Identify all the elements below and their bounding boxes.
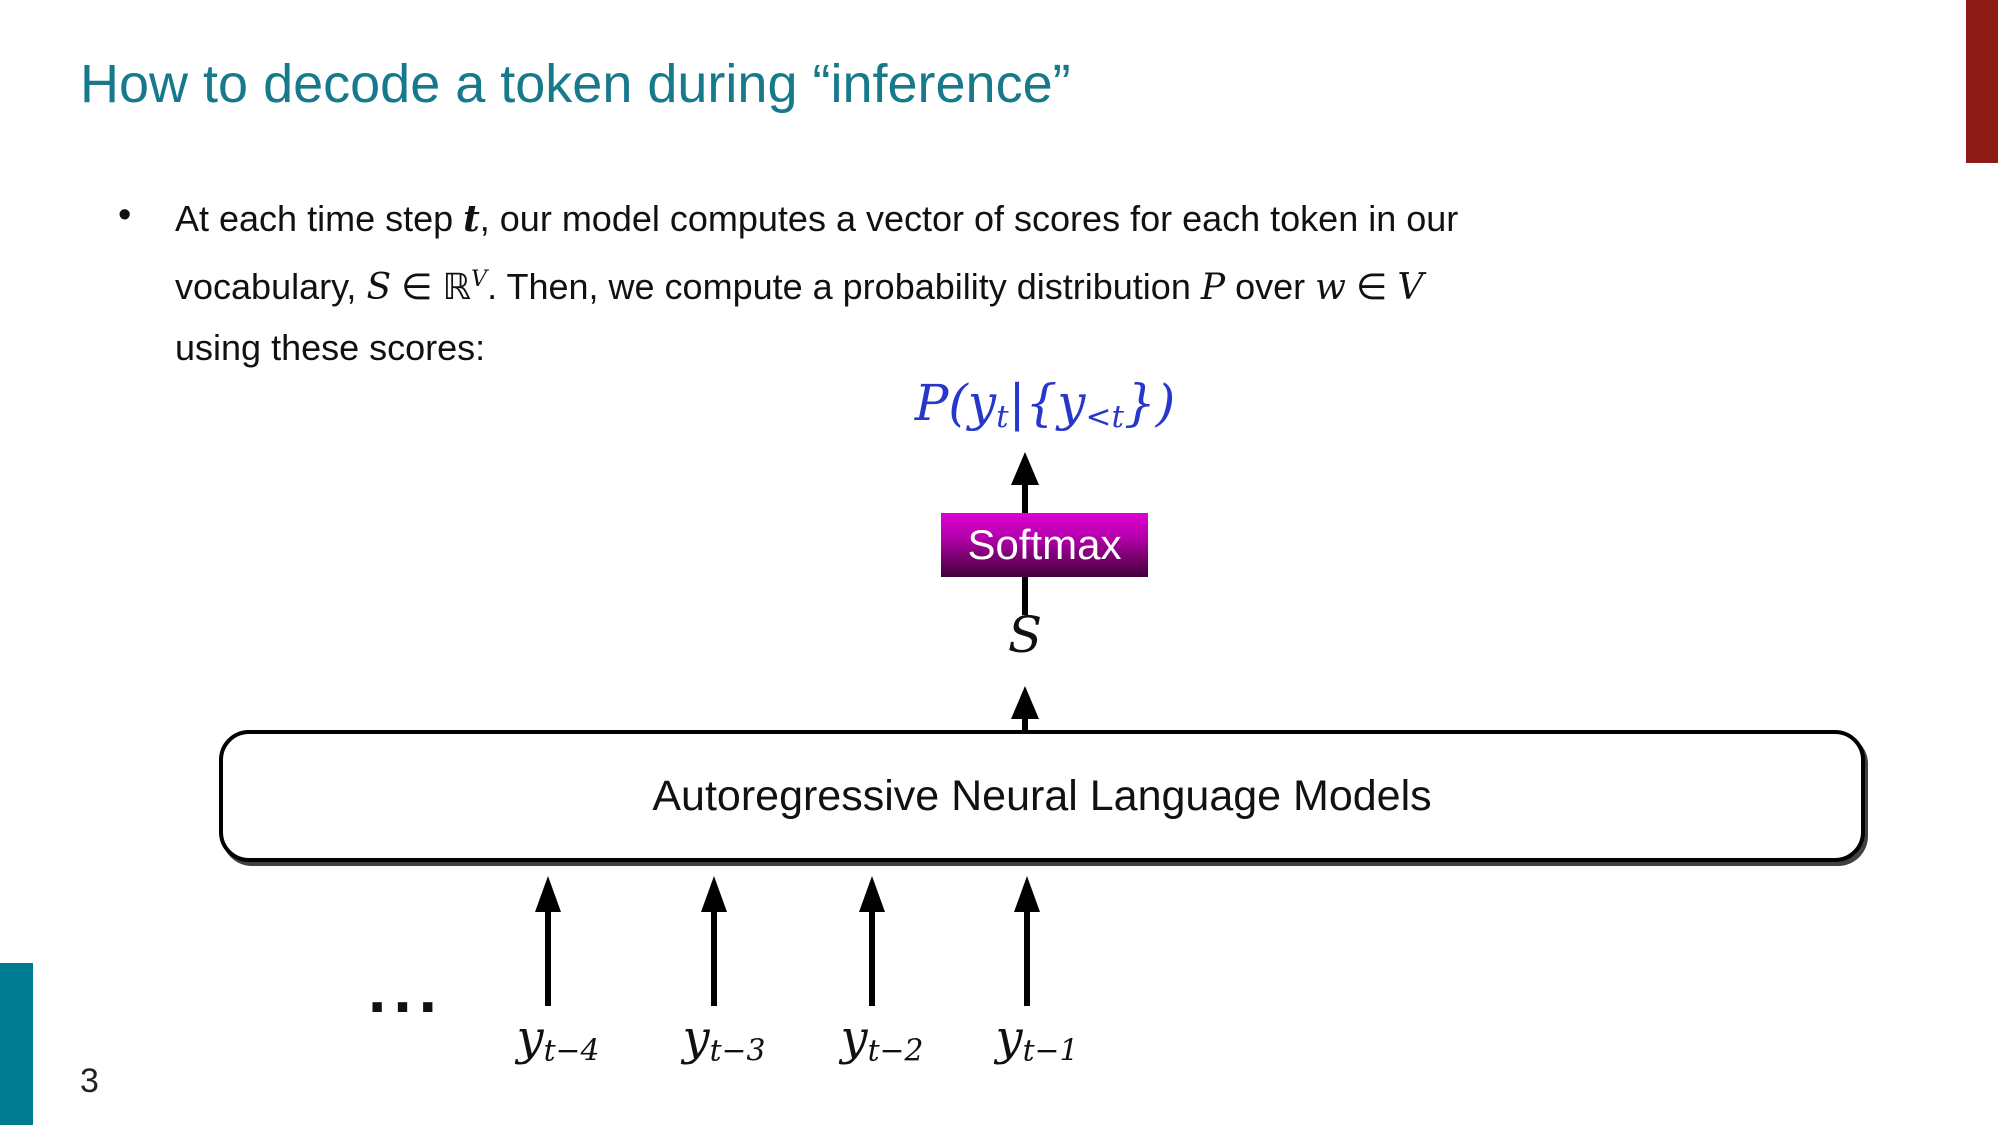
up-arrow-icon <box>1011 686 1039 731</box>
teal-accent-bar <box>0 963 33 1125</box>
arrowhead <box>1011 452 1039 485</box>
arrowhead <box>701 876 727 912</box>
arrow-shaft <box>869 912 875 1006</box>
input-token-label: yt−2 <box>840 1010 924 1069</box>
bullet-line-3: using these scores: <box>175 327 486 368</box>
input-arrow-icon <box>534 876 562 1006</box>
arrowhead <box>535 876 561 912</box>
arrowhead <box>1014 876 1040 912</box>
arrowhead <box>1011 686 1039 719</box>
bullet-line-2: vocabulary, S ∈ ℝV. Then, we compute a p… <box>175 266 1424 308</box>
arrow-shaft <box>711 912 717 1006</box>
arrow-shaft <box>1022 485 1028 513</box>
output-probability-formula: P(yt|{y<t}) <box>914 374 1176 435</box>
input-arrow-icon <box>858 876 886 1006</box>
bullet-text: At each time step t, our model computes … <box>175 189 1458 378</box>
input-arrow-icon <box>700 876 728 1006</box>
input-token-label: yt−1 <box>995 1010 1079 1069</box>
arrowhead <box>859 876 885 912</box>
page-number: 3 <box>80 1062 99 1100</box>
page-title: How to decode a token during “inference” <box>80 54 1071 114</box>
scores-label: S <box>1007 606 1043 664</box>
input-arrow-icon <box>1013 876 1041 1006</box>
model-box: Autoregressive Neural Language Models <box>219 730 1865 862</box>
up-arrow-icon <box>1011 452 1039 513</box>
bullet-marker: • <box>118 194 132 236</box>
model-box-label: Autoregressive Neural Language Models <box>652 771 1432 820</box>
softmax-box: Softmax <box>941 513 1148 577</box>
scores-connector-line <box>1022 577 1028 615</box>
red-accent-bar <box>1966 0 1998 163</box>
input-token-label: yt−3 <box>682 1010 766 1069</box>
history-ellipsis: ... <box>368 952 445 1026</box>
input-token-label: yt−4 <box>516 1010 600 1069</box>
softmax-label: Softmax <box>967 521 1122 568</box>
bullet-line-1: At each time step t, our model computes … <box>175 198 1459 240</box>
arrow-shaft <box>1022 719 1028 731</box>
arrow-shaft <box>1024 912 1030 1006</box>
arrow-shaft <box>545 912 551 1006</box>
